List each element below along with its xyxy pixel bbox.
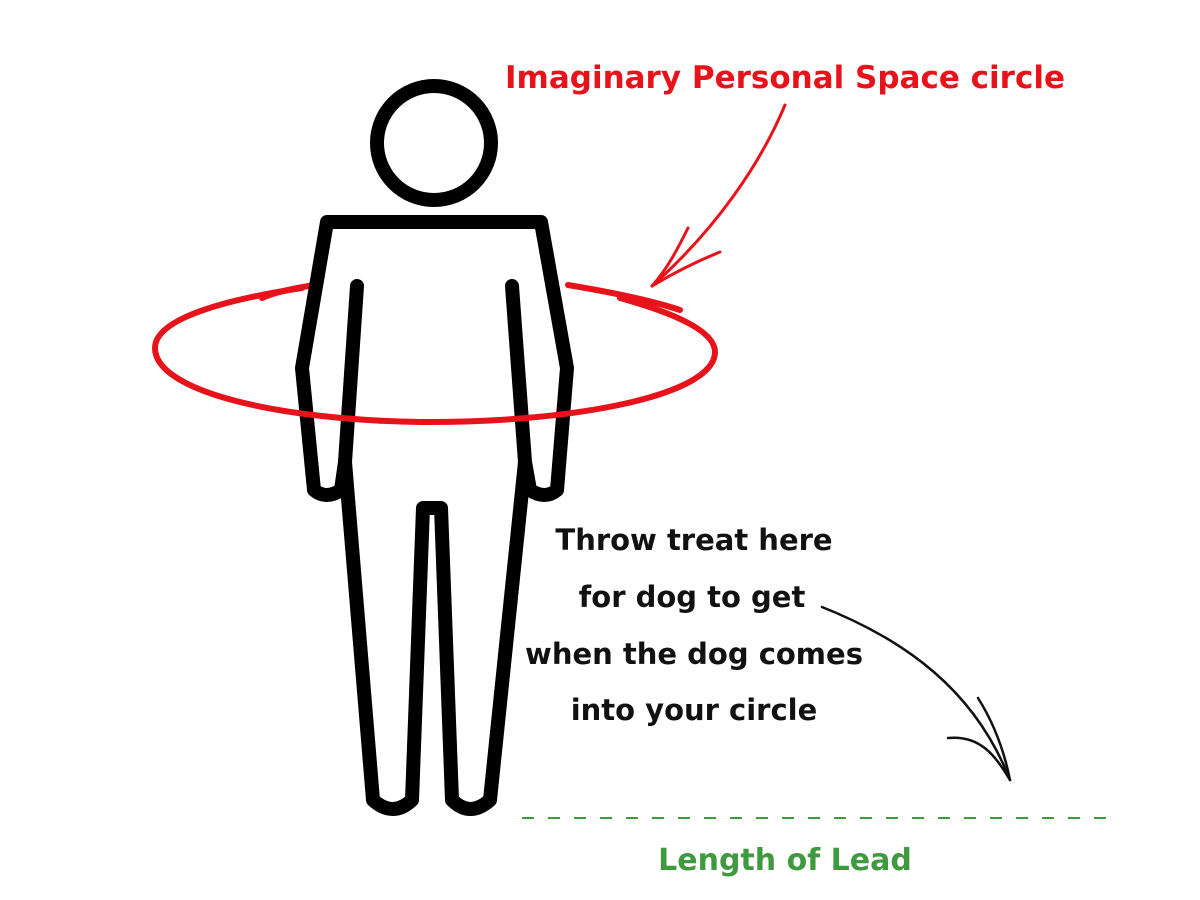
person-left-arm-line <box>338 279 364 469</box>
stick-person-icon <box>295 79 574 816</box>
person-right-arm-line <box>505 279 532 469</box>
person-body-outline <box>295 215 574 816</box>
treat-instructions: Throw treat here for dog to get when the… <box>525 523 863 727</box>
curved-arrow-icon <box>650 103 787 288</box>
treat-line-2: for dog to get <box>579 580 806 614</box>
person-head <box>370 79 498 207</box>
treat-line-3: when the dog comes <box>525 637 863 671</box>
lead-length-label: Length of Lead <box>658 843 912 878</box>
personal-space-label: Imaginary Personal Space circle <box>505 60 1065 96</box>
personal-space-ring <box>151 285 719 426</box>
curved-arrow-icon <box>820 605 1012 782</box>
treat-line-4: into your circle <box>571 693 818 727</box>
treat-line-1: Throw treat here <box>555 523 832 557</box>
personal-space-ring-back-right <box>565 282 683 313</box>
